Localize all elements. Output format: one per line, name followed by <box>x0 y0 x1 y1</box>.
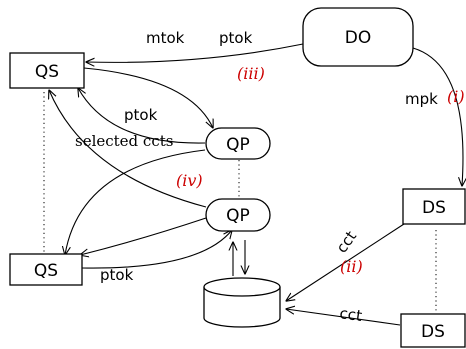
edge-qp-bottom-to-qs-bottom <box>80 217 207 255</box>
edge-qp-bottom-to-qs-top <box>49 90 207 208</box>
node-ds-top: DS <box>402 188 466 225</box>
step-label-i: (i) <box>447 87 465 106</box>
label-mtok: mtok <box>146 29 185 47</box>
node-qs-top: QS <box>9 52 85 89</box>
step-label-iv: (iv) <box>176 171 203 190</box>
edge-qp-top-to-qs-bottom <box>65 149 206 255</box>
node-qp-bottom-label: QP <box>226 206 250 226</box>
label-cct-ds-top: cct <box>333 228 361 257</box>
label-cct-ds-bottom: cct <box>338 304 363 325</box>
edge-do-to-ds <box>412 47 463 186</box>
step-label-iii: (iii) <box>237 64 265 83</box>
node-qs-bottom-label: QS <box>34 261 58 281</box>
step-label-ii: (ii) <box>340 257 363 276</box>
node-qs-top-label: QS <box>35 62 59 82</box>
node-qp-top: QP <box>205 127 271 160</box>
edge-ds-top-to-db <box>286 223 405 301</box>
edge-qs-bottom-to-qp-bottom <box>81 230 232 269</box>
label-ptok-qs-qp: ptok <box>124 106 158 124</box>
node-do-label: DO <box>345 28 371 48</box>
node-ds-top-label: DS <box>422 198 446 218</box>
node-ds-bottom: DS <box>400 313 466 348</box>
node-qs-bottom: QS <box>9 253 83 286</box>
edge-ds-bottom-to-db <box>286 309 401 326</box>
node-qp-top-label: QP <box>226 135 250 155</box>
label-mpk: mpk <box>405 90 438 108</box>
edge-qp-to-qs <box>78 88 206 144</box>
label-ptok-bottom: ptok <box>100 266 134 284</box>
node-qp-bottom: QP <box>205 198 271 232</box>
node-ds-bottom-label: DS <box>421 322 445 342</box>
label-selected-ccts: selected ccts <box>75 132 173 150</box>
edge-qs-to-qp <box>83 67 213 128</box>
edge-do-to-qs <box>86 43 304 62</box>
node-do: DO <box>302 7 414 67</box>
label-ptok-do: ptok <box>219 29 253 47</box>
database-cylinder-icon <box>203 277 281 328</box>
